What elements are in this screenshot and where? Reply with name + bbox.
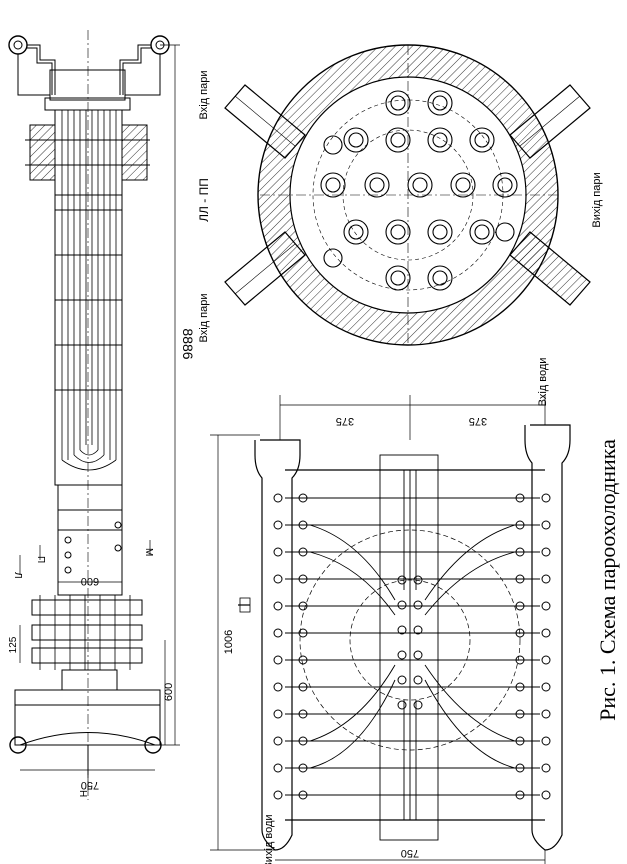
steam-outlet-label: Вихід пари (591, 172, 603, 227)
cross-section-view (224, 44, 591, 346)
steam-inlet-bottom-label: Вхід пари (198, 294, 210, 343)
mark-n: Н (77, 790, 88, 797)
water-inlet-label: Вхід води (537, 358, 549, 407)
mark-l: Л (12, 572, 23, 579)
dim-right-1006: 1006 (223, 630, 235, 654)
dim-flange-125: 125 (8, 636, 19, 653)
section-label: ЛЛ - ПП (197, 178, 211, 222)
dim-bottom-600: 600 (163, 683, 175, 701)
mark-p: П (35, 556, 46, 563)
mark-m: М (143, 548, 154, 556)
steam-inlet-top-label: Вхід пари (198, 71, 210, 120)
dim-half-left-375: 375 (336, 415, 354, 427)
dim-half-right-375: 375 (469, 415, 487, 427)
vertical-elevation-view (8, 30, 180, 800)
dim-base-750: 750 (81, 779, 99, 791)
dim-height-total: 8886 (180, 328, 196, 359)
plan-view (210, 395, 571, 864)
dim-right-750: 750 (401, 847, 419, 859)
dim-pipe-600: 600 (81, 575, 99, 587)
water-outlet-label: Вихід води (263, 814, 275, 864)
figure-caption: Рис. 1. Схема пароохолодника (595, 439, 620, 721)
